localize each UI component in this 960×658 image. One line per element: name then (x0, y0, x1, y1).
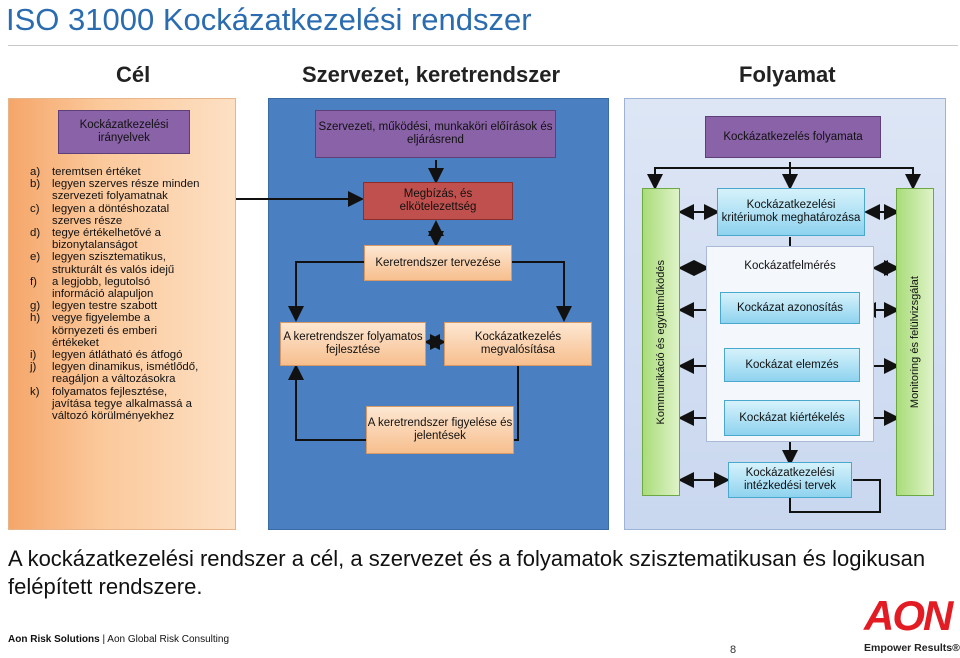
footer-division: | Aon Global Risk Consulting (102, 634, 230, 645)
policy-header-box: Kockázatkezelési irányelvek (58, 110, 190, 154)
list-item: e)legyen szisztematikus,strukturált és v… (30, 251, 175, 276)
risk-evaluation-box: Kockázat kiértékelés (724, 400, 860, 436)
mandate-box: Megbízás, és elkötelezettség (363, 182, 513, 220)
list-item: k)folyamatos fejlesztése,javítása tegye … (30, 385, 192, 423)
implementation-box: Kockázatkezelés megvalósítása (444, 322, 592, 366)
process-header-box: Kockázatkezelés folyamata (705, 116, 881, 158)
regulations-header-box: Szervezeti, működési, munkaköri előíráso… (315, 110, 556, 158)
list-item: j)legyen dinamikus, ismétlődő,reagáljon … (30, 361, 199, 386)
risk-assessment-label: Kockázatfelmérés (744, 260, 836, 272)
risk-analysis-box: Kockázat elemzés (724, 348, 860, 382)
footer: Aon Risk Solutions | Aon Global Risk Con… (8, 634, 229, 645)
column-header-goal: Cél (116, 62, 151, 87)
page-title: ISO 31000 Kockázatkezelési rendszer (6, 2, 532, 37)
column-header-process: Folyamat (739, 62, 836, 87)
list-item: a)teremtsen értéket (30, 166, 141, 178)
page-number: 8 (730, 644, 737, 656)
list-item: i)legyen átlátható és átfogó (30, 349, 183, 362)
framework-monitoring-box: A keretrendszer figyelése és jelentések (366, 406, 514, 454)
monitoring-bar: Monitoring és felülvizsgálat (896, 188, 934, 496)
logo-tagline: Empower Results® (864, 642, 960, 654)
list-item: g)legyen testre szabott (30, 300, 158, 313)
monitoring-label: Monitoring és felülvizsgálat (908, 275, 921, 409)
risk-treatment-box: Kockázatkezelési intézkedési tervek (728, 462, 852, 498)
caption-text: A kockázatkezelési rendszer a cél, a sze… (8, 546, 926, 599)
criteria-box: Kockázatkezelési kritériumok meghatározá… (717, 188, 865, 236)
risk-identification-box: Kockázat azonosítás (720, 292, 860, 324)
principles-list: a)teremtsen értéket b)legyen szerves rés… (30, 166, 236, 422)
framework-design-box: Keretrendszer tervezése (364, 245, 512, 281)
column-header-organization: Szervezet, keretrendszer (302, 62, 561, 87)
framework-improvement-box: A keretrendszer folyamatos fejlesztése (280, 322, 426, 366)
footer-company: Aon Risk Solutions (8, 634, 100, 645)
communication-bar: Kommunikáció és együttműködés (642, 188, 680, 496)
goal-panel (8, 98, 236, 530)
title-divider (8, 45, 958, 46)
aon-logo: AON (864, 592, 953, 639)
communication-label: Kommunikáció és együttműködés (654, 259, 667, 425)
